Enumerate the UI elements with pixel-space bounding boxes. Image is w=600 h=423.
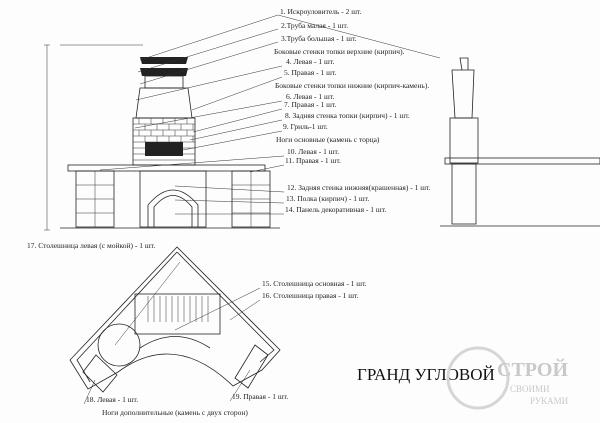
decorative-arch [147, 189, 199, 227]
label-6: 6. Левая - 1 шт. [286, 92, 334, 101]
lower-back-wall [139, 170, 207, 228]
spark-arrester [140, 57, 188, 64]
label-7: 7. Правая - 1 шт. [284, 100, 337, 109]
label-12: 12. Задняя стенка нижняя(крашенная) - 1 … [287, 183, 431, 192]
plan-view [69, 246, 281, 393]
side-view-firebox [449, 117, 479, 164]
label-8: 8. Задняя стенка топки (кирпич) - 1 шт. [285, 111, 410, 120]
label-5: 5. Правая - 1 шт. [284, 68, 337, 77]
countertop-outline [69, 246, 281, 390]
heading-main-legs: Ноги основные (камень с торца) [276, 135, 380, 144]
label-16: 16. Столешница правая - 1 шт. [262, 291, 359, 300]
large-pipe [135, 87, 193, 119]
logo-line1: СТРОЙ [497, 358, 568, 381]
additional-legs-note: Ноги дополнительные (камень с двух сторо… [102, 408, 248, 417]
label-15: 15. Столешница основная - 1 шт. [262, 279, 367, 288]
firebox [132, 117, 196, 166]
sink [97, 323, 141, 367]
drawing-title: ГРАНД УГЛОВОЙ [357, 365, 495, 384]
part-labels: 1. Искроуловитель - 2 шт. 2.Труба малая … [27, 7, 431, 417]
front-view [44, 44, 600, 231]
side-view-countertop [444, 157, 600, 165]
label-13: 13. Полка (кирпич) - 1 шт. [286, 194, 369, 203]
grill-area [134, 293, 221, 335]
small-pipe [144, 75, 184, 89]
label-17: 17. Столешница левая (с мойкой) - 1 шт. [27, 241, 155, 250]
heading-upper-walls: Боковые стенки топки верхние (кирпич). [274, 47, 405, 56]
leg-18 [82, 354, 118, 393]
label-1: 1. Искроуловитель - 2 шт. [280, 7, 362, 16]
leg-19 [234, 344, 269, 389]
label-3: 3.Труба большая - 1 шт. [281, 34, 357, 43]
logo-line2: СВОИМИ [510, 384, 550, 394]
logo-line3: РУКАМИ [530, 396, 569, 406]
label-14: 14. Панель декоративная - 1 шт. [285, 205, 386, 214]
label-2: 2.Труба малая - 1 шт. [281, 21, 348, 30]
label-19: 19. Правая - 1 шт. [232, 392, 288, 401]
label-4: 4. Левая - 1 шт. [286, 57, 334, 66]
label-10: 10. Левая - 1 шт. [287, 147, 339, 156]
label-9: 9. Гриль-1 шт. [283, 122, 328, 131]
label-11: 11. Правая - 1 шт. [285, 156, 341, 165]
leader-lines [83, 14, 441, 405]
label-18: 18. Левая - 1 шт. [86, 395, 138, 404]
heading-lower-walls: Боковые стенки топки нижние (кирпич-каме… [275, 81, 429, 90]
grill [145, 142, 183, 156]
side-view-chimney [451, 57, 475, 119]
watermark-logo: СТРОЙ СВОИМИ РУКАМИ [446, 346, 569, 410]
countertop-front [67, 164, 266, 172]
